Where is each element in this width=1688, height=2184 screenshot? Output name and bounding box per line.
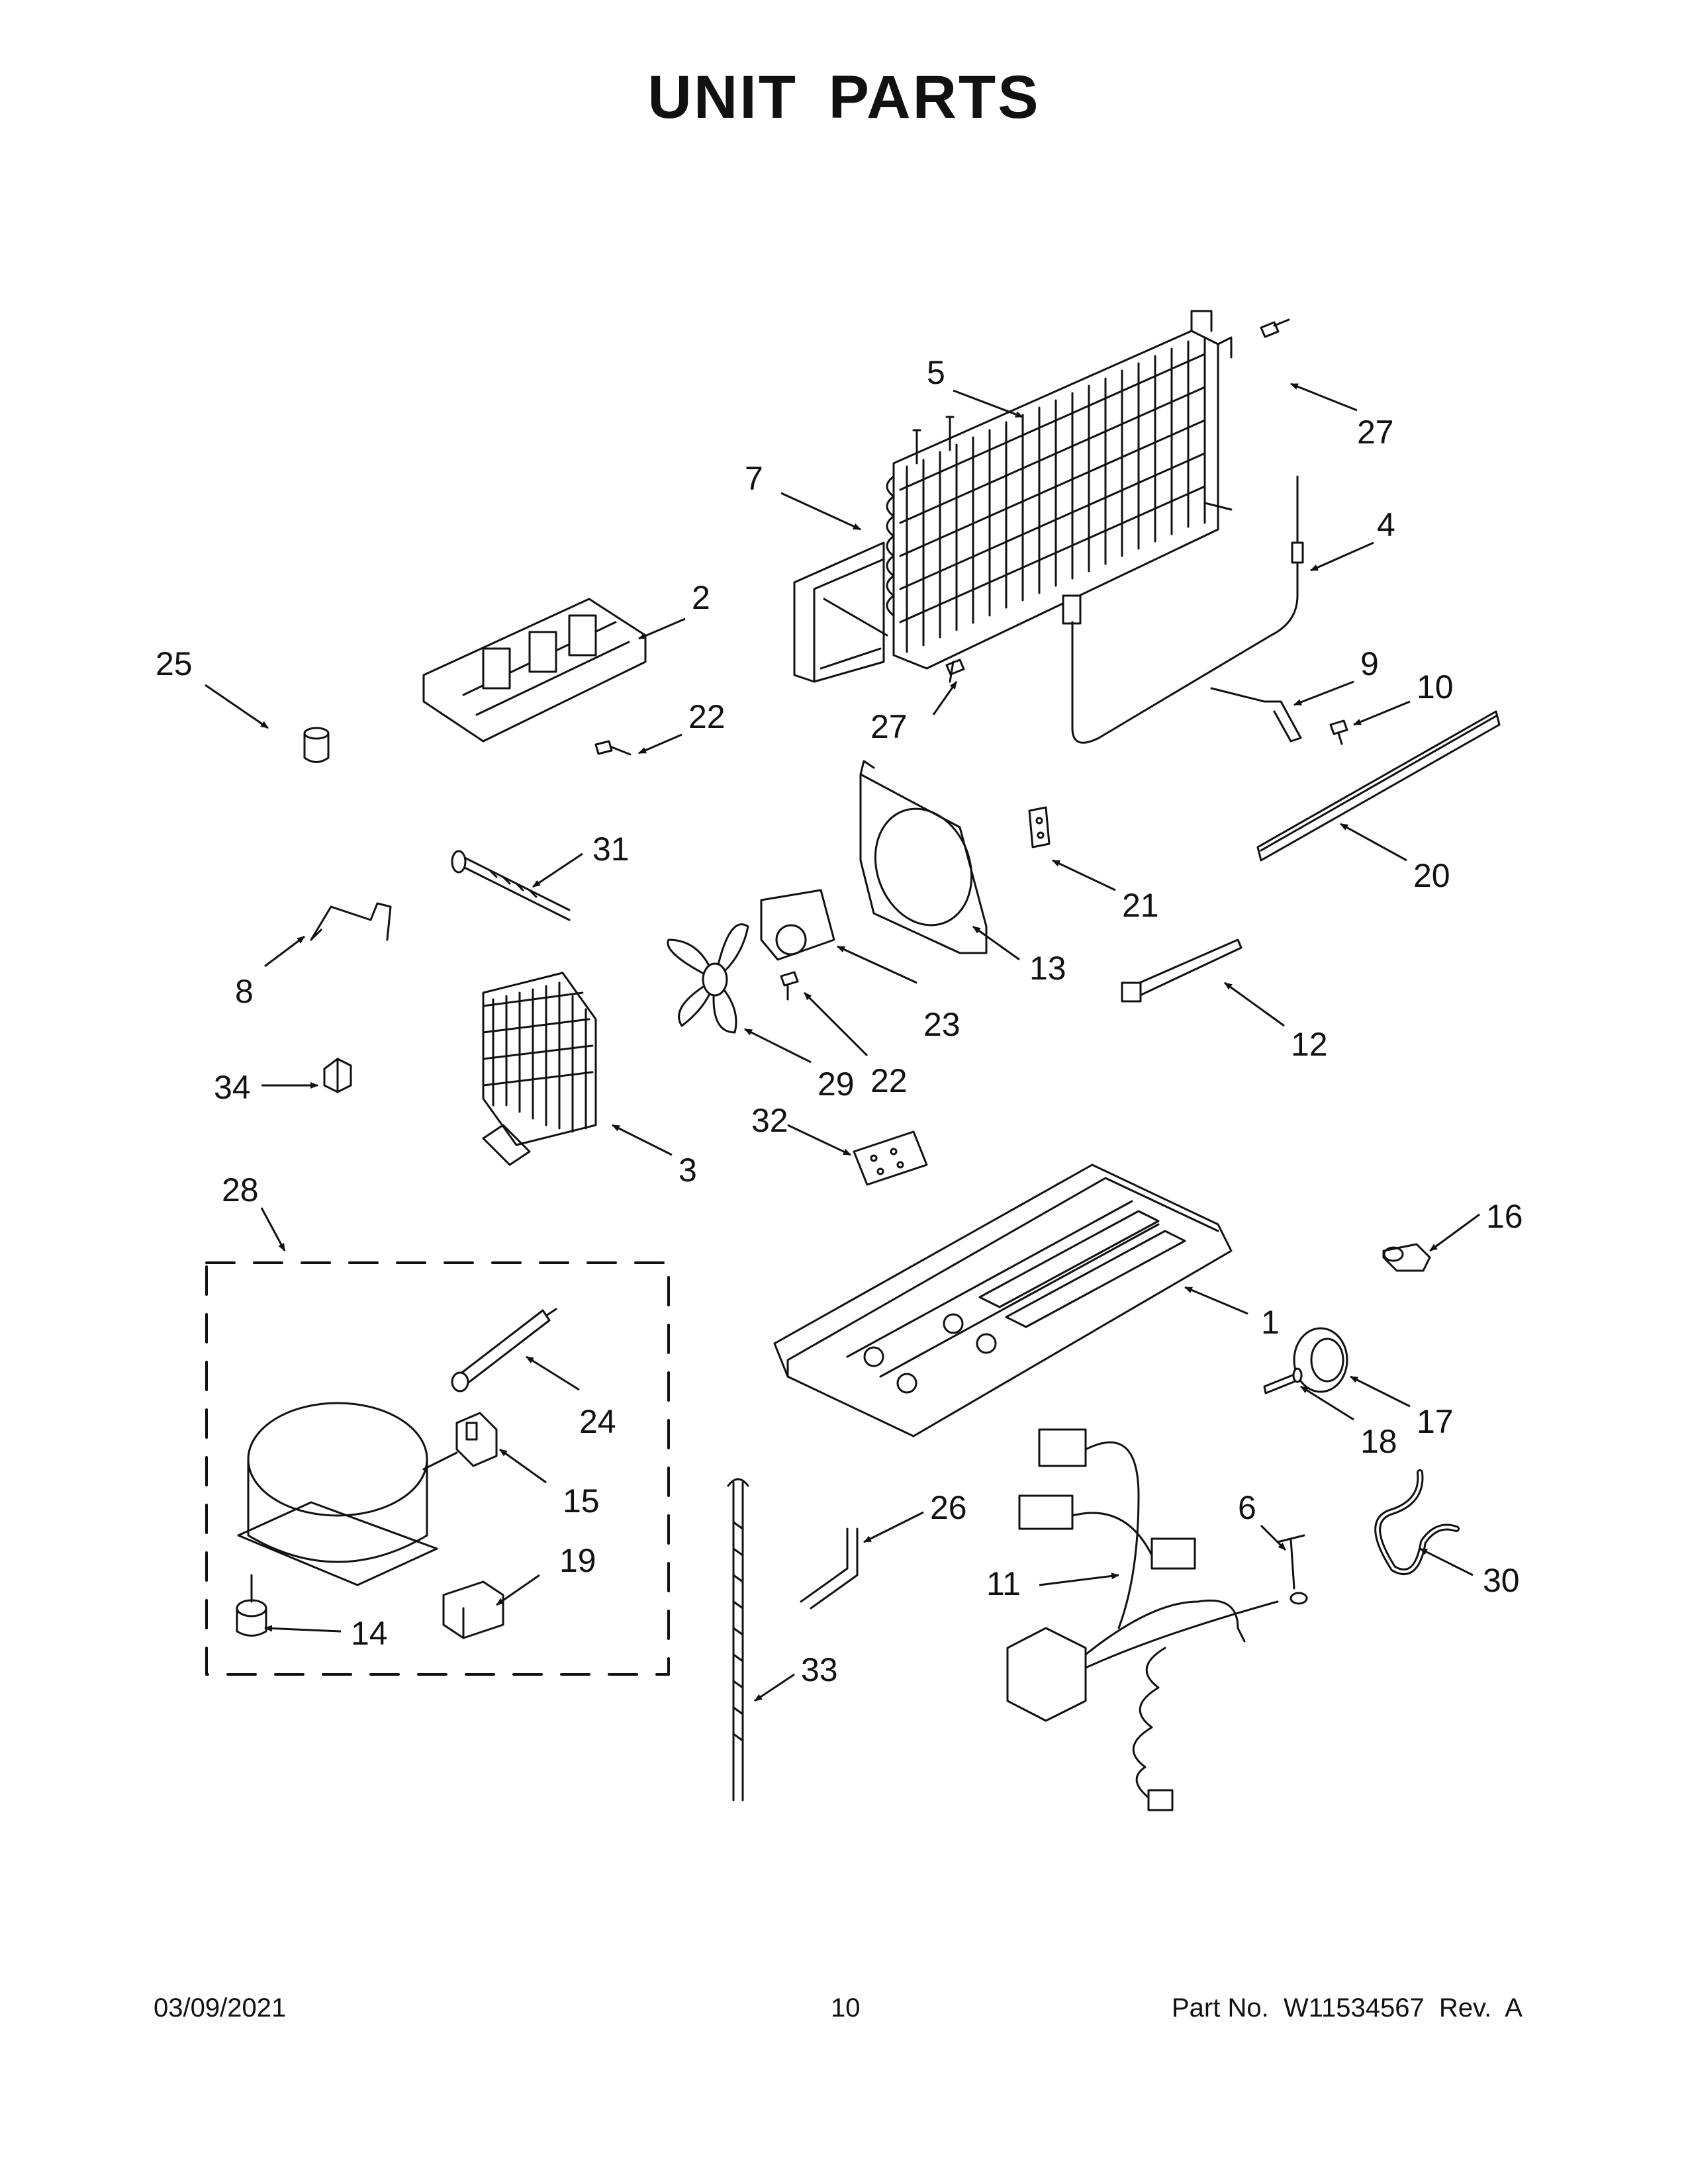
callout-7: 7: [745, 460, 763, 497]
callout-6: 6: [1238, 1489, 1256, 1526]
drain-heater-part: [451, 850, 571, 921]
wire-clip-part: [310, 902, 392, 941]
callout-labels: 1 2 3 4 5 6 7 8 9 10 11 12 13 14 15 16 1…: [156, 354, 1523, 1688]
callout-33: 33: [801, 1651, 838, 1688]
page-title: UNIT PARTS: [647, 64, 1041, 131]
screw-part-22a: [594, 740, 632, 756]
callout-32: 32: [751, 1102, 788, 1139]
overload-part: [455, 1412, 498, 1467]
callout-27b: 27: [870, 708, 908, 745]
compressor-kit-box: [205, 1261, 670, 1676]
tube-part: [800, 1527, 859, 1610]
condenser-coil-part: [886, 310, 1233, 670]
fan-blade-part: [667, 923, 749, 1034]
callout-29: 29: [818, 1066, 855, 1103]
callout-12: 12: [1291, 1026, 1328, 1063]
clip-part-9: [1210, 687, 1302, 743]
callout-1: 1: [1261, 1304, 1280, 1341]
callout-2: 2: [692, 579, 710, 616]
callout-19: 19: [559, 1542, 596, 1579]
screw-part-10: [1329, 719, 1348, 745]
callout-27a: 27: [1357, 414, 1394, 451]
grommet-part: [1293, 1327, 1348, 1393]
footer-date: 03/09/2021: [154, 1993, 287, 2023]
callout-20: 20: [1413, 857, 1450, 894]
callout-9: 9: [1360, 645, 1379, 682]
callout-34: 34: [214, 1069, 251, 1106]
wire-harness-part: [1006, 1428, 1308, 1811]
coil-bracket-part: [793, 541, 888, 683]
callout-4: 4: [1377, 506, 1395, 543]
callout-18: 18: [1360, 1423, 1397, 1460]
callout-5: 5: [927, 354, 945, 391]
compressor-part: [237, 1402, 458, 1586]
callout-23: 23: [923, 1006, 961, 1043]
control-board-part: [422, 598, 647, 743]
fan-shroud-part: [859, 760, 988, 954]
callout-10: 10: [1417, 668, 1454, 705]
cable-tie-part: [1121, 938, 1243, 1003]
compressor-grommet-part: [236, 1574, 267, 1637]
start-device-part: [442, 1580, 504, 1639]
footer-part-number: Part No. W11534567 Rev. A: [1172, 1993, 1523, 2023]
callout-15: 15: [563, 1482, 600, 1520]
callout-31: 31: [592, 831, 630, 868]
screw-part-27b: [945, 659, 965, 683]
callout-16: 16: [1486, 1198, 1523, 1235]
fan-motor-part: [760, 889, 835, 961]
callout-28: 28: [222, 1171, 259, 1208]
heater-rod-part: [727, 1478, 749, 1801]
callout-22b: 22: [870, 1062, 908, 1099]
callout-21: 21: [1122, 887, 1159, 924]
seal-strip-part: [1256, 710, 1501, 862]
relay-part: [303, 727, 330, 763]
callout-8: 8: [235, 973, 254, 1010]
callout-24: 24: [579, 1403, 616, 1440]
filter-drier-part: [451, 1308, 557, 1392]
callout-11: 11: [986, 1565, 1021, 1602]
callout-26: 26: [930, 1489, 967, 1526]
callout-3: 3: [679, 1152, 697, 1189]
screw-part-22b: [780, 971, 799, 1001]
screw-part-27a: [1260, 318, 1290, 338]
condenser-part: [482, 972, 597, 1166]
pad-part: [853, 1130, 928, 1186]
clip-part-16: [1382, 1243, 1431, 1272]
callout-17: 17: [1417, 1403, 1454, 1440]
bracket-part-21: [1028, 806, 1051, 848]
footer-page-number: 10: [831, 1993, 861, 2023]
curved-tube-part: [1374, 1469, 1460, 1575]
callout-22a: 22: [688, 698, 726, 735]
clip-part-34: [323, 1058, 352, 1093]
callout-30: 30: [1483, 1562, 1520, 1599]
pin-part: [1263, 1367, 1303, 1394]
callout-14: 14: [351, 1615, 388, 1652]
base-pan-part: [773, 1163, 1233, 1437]
callout-13: 13: [1029, 950, 1066, 987]
callout-25: 25: [156, 645, 193, 682]
defrost-thermistor-part: [1062, 475, 1304, 744]
